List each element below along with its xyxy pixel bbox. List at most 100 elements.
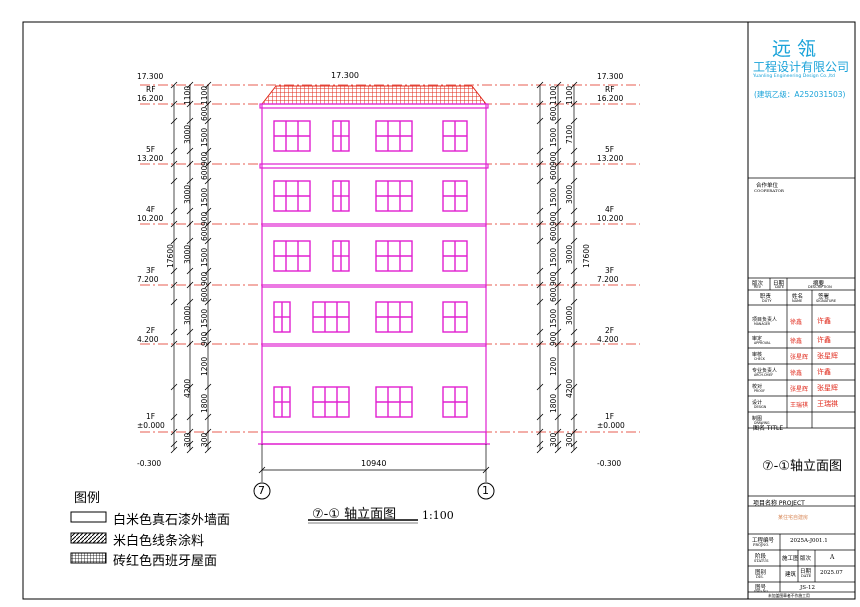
dim-inner-left-12: 900 [200, 331, 209, 346]
dim-outer-right-6: 300 [565, 432, 574, 447]
window-1-0 [273, 180, 311, 212]
total-width-dim: 10940 [361, 459, 387, 468]
level-name-right-5: 2F [605, 326, 615, 335]
dim-total-left: 17600 [166, 244, 175, 268]
level-elev-left-7: -0.300 [137, 459, 162, 468]
stage-label: 阶段 [755, 554, 767, 560]
dwg-no-en: DWG.NO. [754, 589, 769, 593]
level-name-right-2: 5F [605, 145, 615, 154]
dim-inner-left-5: 1500 [200, 187, 209, 207]
legend-item-3: 砖红色西班牙屋面 [113, 554, 218, 569]
dim-outer-left-5: 4200 [183, 378, 192, 398]
level-elev-right-2: 13.200 [597, 154, 624, 163]
role-2-en: CHECK [754, 357, 765, 361]
window-0-3 [442, 120, 468, 152]
dim-inner-left-3: 900 [200, 151, 209, 166]
dwg-no: JS-12 [800, 585, 816, 591]
roof [260, 85, 488, 105]
dim-outer-right-5: 4200 [565, 378, 574, 398]
window-3-1 [312, 301, 350, 333]
name-col-cn: 姓名 [792, 294, 804, 300]
dim-inner-right-7: 600 [549, 226, 558, 241]
license-no: (建筑乙级：A252031503) [754, 90, 846, 99]
dim-inner-left-15: 300 [200, 432, 209, 447]
level-name-left-2: 5F [146, 145, 156, 154]
dim-inner-right-5: 1500 [549, 187, 558, 207]
role-0-en: MANAGER [754, 322, 771, 326]
legend-swatch-grid [70, 552, 107, 564]
date-label: 日期 [800, 569, 812, 575]
window-1-2 [375, 180, 413, 212]
footer-note: 未加盖图章者不作施工用 [768, 593, 810, 598]
level-name-right-6: 1F [605, 412, 615, 421]
dim-inner-left-14: 1800 [200, 393, 209, 413]
dim-outer-right-3: 3000 [565, 244, 574, 264]
window-1-3 [442, 180, 468, 212]
role-5-cn: 设计 [752, 400, 763, 406]
project-no-label: 工程编号 [752, 538, 775, 544]
dim-inner-left-7: 600 [200, 226, 209, 241]
axis-label-right: 1 [482, 484, 489, 497]
sheet-border [22, 21, 856, 600]
discipline-label: 图别 [755, 570, 767, 576]
dim-inner-left-4: 600 [200, 165, 209, 180]
dim-outer-right-1: 7100 [565, 124, 574, 144]
role-1-cn: 审定 [752, 336, 763, 342]
drawing-title: ⑦-① 轴立面图 [312, 507, 397, 522]
window-0-0 [273, 120, 311, 152]
discipline: 建筑 [785, 572, 797, 578]
discipline-en: DIS. [756, 575, 764, 579]
window-2-1 [332, 240, 350, 272]
window-3-3 [442, 301, 468, 333]
level-name-left-6: 1F [146, 412, 156, 421]
role-0-cn: 项目负责人 [752, 317, 778, 323]
window-3-0 [273, 301, 291, 333]
dim-inner-left-10: 600 [200, 287, 209, 302]
role-4-sig: 张星辉 [817, 384, 838, 392]
dim-outer-left-2: 3000 [183, 184, 192, 204]
stage: 施工图 [782, 556, 799, 562]
dim-inner-left-2: 1500 [200, 127, 209, 147]
dim-inner-right-8: 1500 [549, 247, 558, 267]
project-no: 2025A-J001.1 [790, 538, 828, 544]
desc-col-cn: 摘要 [813, 281, 825, 287]
company-full-name: 工程设计有限公司 [753, 60, 850, 74]
role-6-cn: 制图 [752, 416, 763, 422]
legend-item-1: 白米色真石漆外墙面 [113, 513, 231, 528]
role-2-cn: 审核 [752, 352, 763, 358]
role-1-name: 徐鑫 [790, 338, 803, 345]
dim-inner-right-14: 1800 [549, 393, 558, 413]
level-elev-left-2: 13.200 [137, 154, 164, 163]
level-elev-right-5: 4.200 [597, 335, 619, 344]
axis-label-left: 7 [258, 484, 265, 497]
stage-en: STATUS [754, 559, 769, 563]
role-3-sig: 许鑫 [817, 368, 831, 376]
level-name-left-4: 3F [146, 266, 156, 275]
level-elev-right-4: 7.200 [597, 275, 619, 284]
rev-col-cn: 版次 [752, 281, 764, 287]
dim-inner-right-13: 1200 [549, 356, 558, 376]
dim-outer-left-0: 1100 [183, 85, 192, 105]
project-name: 某住宅自建房 [778, 515, 809, 521]
role-5-name: 王瑞祺 [790, 402, 809, 409]
legend-swatch-hatch [70, 532, 107, 544]
level-lines [140, 84, 640, 433]
sig-col-cn: 签署 [818, 294, 830, 300]
legend-title: 图例 [74, 491, 101, 506]
window-2-3 [442, 240, 468, 272]
role-0-sig: 许鑫 [817, 317, 831, 325]
sig-col-en: SIGNATURE [816, 299, 837, 303]
date: 2025.07 [820, 570, 843, 576]
dwg-no-label: 图号 [755, 585, 767, 591]
dim-inner-left-6: 900 [200, 211, 209, 226]
date-col-cn: 日期 [773, 281, 785, 287]
window-2-2 [375, 240, 413, 272]
dim-inner-right-11: 1500 [549, 308, 558, 328]
level-elev-left-6: ±0.000 [137, 421, 165, 430]
dim-inner-right-6: 900 [549, 211, 558, 226]
rev-col-en: REV [754, 285, 762, 289]
level-name-left-3: 4F [146, 205, 156, 214]
desc-col-en: DESCRIPTION [808, 285, 832, 289]
dim-inner-right-0: 1100 [549, 85, 558, 105]
